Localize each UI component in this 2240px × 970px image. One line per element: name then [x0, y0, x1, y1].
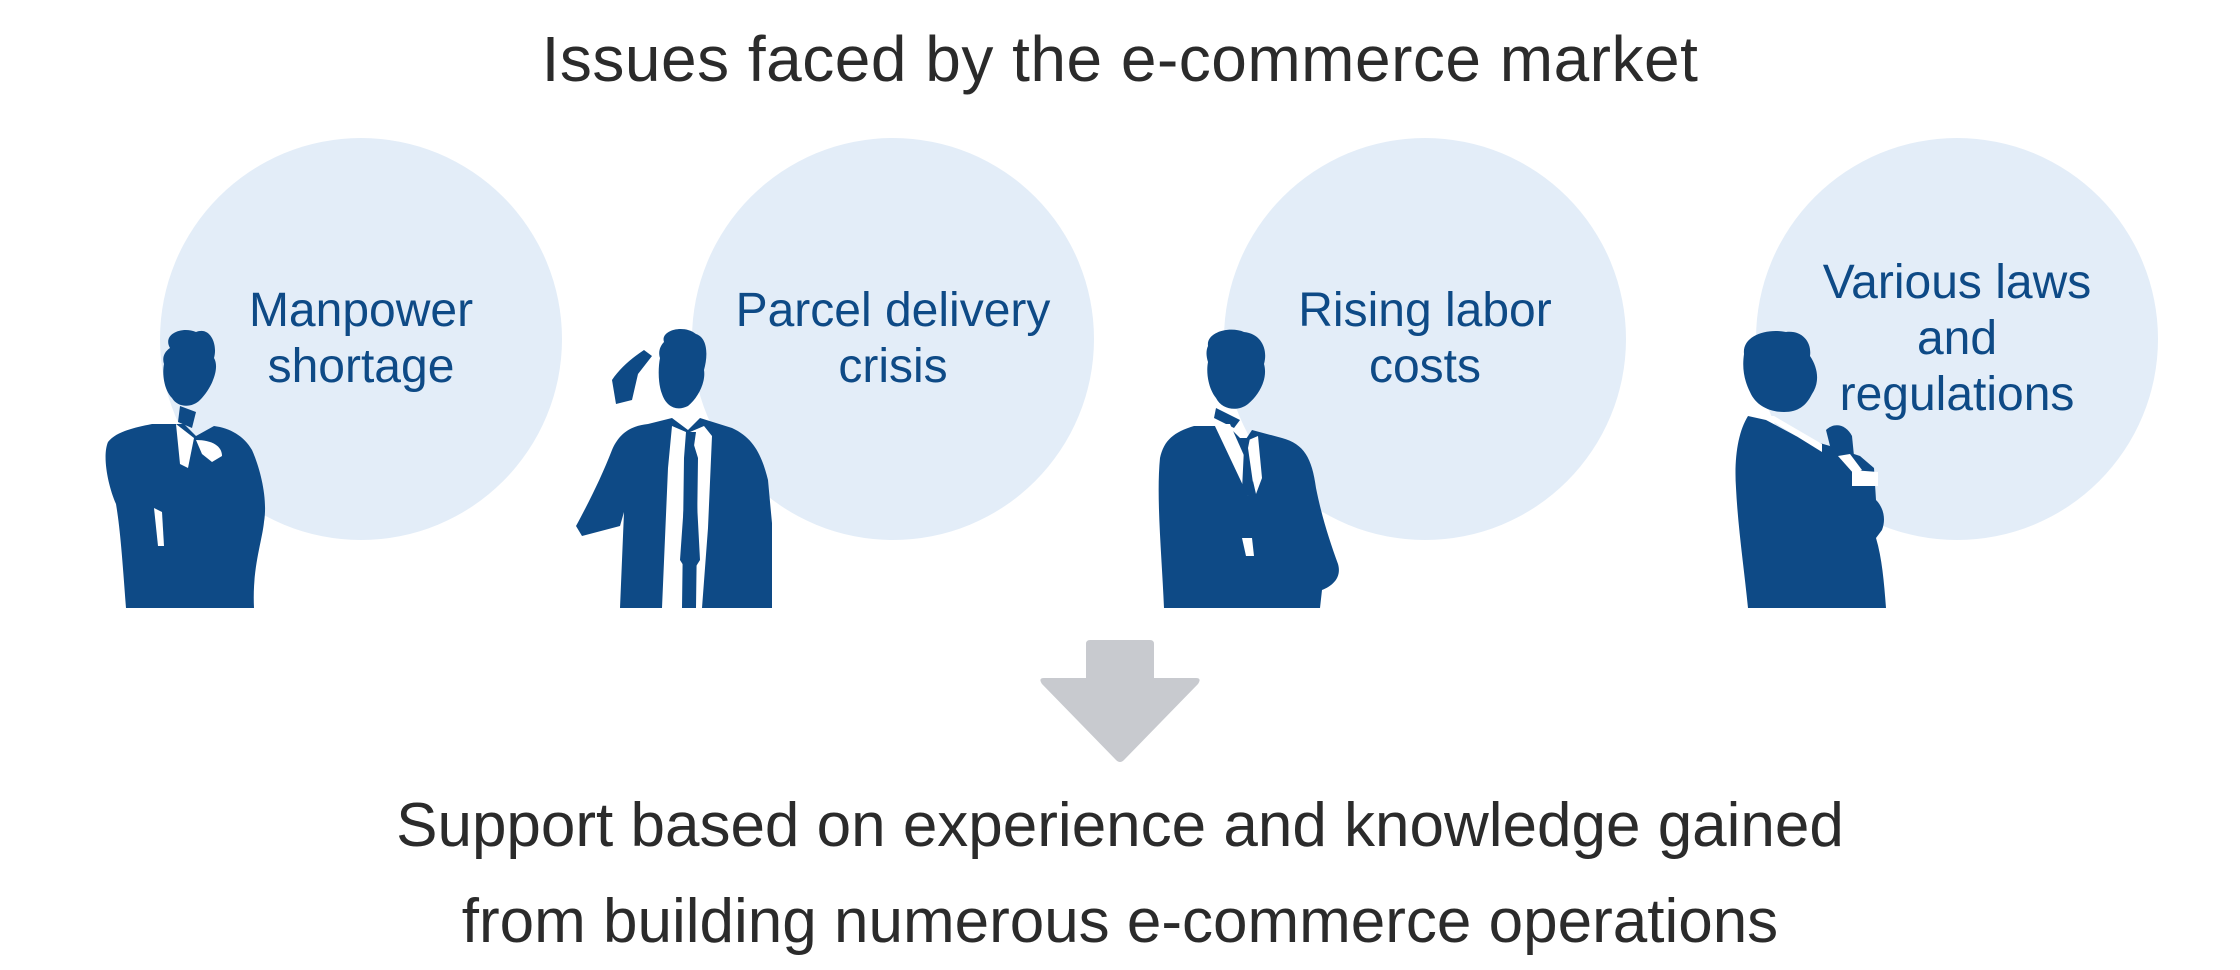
diagram-title: Issues faced by the e-commerce market — [541, 23, 1699, 95]
issue-rising-labor-costs: Rising labor costs — [1158, 138, 1724, 618]
issue-label-wrap: Manpower shortage — [160, 138, 562, 540]
head-scratching-businessman-icon — [572, 328, 772, 608]
thinking-businessman-icon — [92, 328, 292, 608]
profile-thinking-businessman-icon — [1726, 328, 1926, 608]
issue-label-wrap: Parcel delivery crisis — [692, 138, 1094, 540]
conclusion-text: Support based on experience and knowledg… — [0, 778, 2240, 970]
issue-label: Rising labor costs — [1298, 284, 1552, 393]
issue-label: Various laws and regulations — [1822, 256, 2092, 421]
down-arrow-icon — [1040, 640, 1200, 764]
issue-label-wrap: Rising labor costs — [1224, 138, 1626, 540]
issue-parcel-delivery-crisis: Parcel delivery crisis — [576, 138, 1192, 618]
conclusion-line-2: from building numerous e-commerce operat… — [461, 887, 1779, 956]
issue-various-laws-and-regulations: Various laws and regulations — [1696, 138, 2240, 618]
issue-label: Manpower shortage — [248, 284, 474, 393]
issue-label: Parcel delivery crisis — [735, 284, 1051, 393]
issue-manpower-shortage: Manpower shortage — [100, 138, 660, 618]
pondering-businessman-icon — [1144, 328, 1344, 608]
conclusion-line-1: Support based on experience and knowledg… — [396, 791, 1844, 860]
issue-label-wrap: Various laws and regulations — [1756, 138, 2158, 540]
